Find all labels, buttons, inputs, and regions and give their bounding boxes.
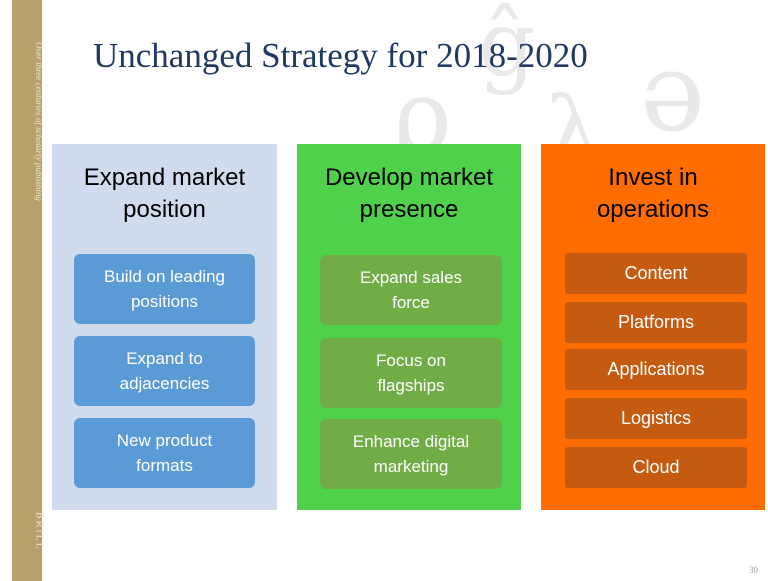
strategy-item: Content [565, 253, 747, 294]
strategy-item: New product formats [74, 418, 255, 488]
strategy-item: Expand sales force [320, 255, 502, 325]
strategy-item: Focus on flagships [320, 338, 502, 408]
sidebar-band: Over three centuries of scholarly publis… [12, 0, 45, 581]
column-title: Invest in operations [596, 164, 710, 223]
column-invest-in-operations: Invest in operations Content Platforms A… [541, 144, 765, 510]
strategy-item: Logistics [565, 398, 747, 439]
strategy-item: Cloud [565, 447, 747, 488]
column-expand-market-position: Expand market position Build on leading … [52, 144, 277, 510]
column-develop-market-presence: Develop market presence Expand sales for… [297, 144, 521, 510]
sidebar-tagline: Over three centuries of scholarly publis… [34, 42, 44, 201]
strategy-item: Build on leading positions [74, 254, 255, 324]
strategy-item: Platforms [565, 302, 747, 343]
brand-logo-text: BRILL [33, 512, 45, 551]
decorative-glyph: ĝ [478, 0, 536, 97]
strategy-item: Expand to adjacencies [74, 336, 255, 406]
strategy-item: Enhance digital marketing [320, 419, 502, 489]
column-title: Develop market presence [324, 164, 494, 223]
strategy-item: Applications [565, 349, 747, 390]
column-title: Expand market position [83, 164, 246, 223]
page-title: Unchanged Strategy for 2018-2020 [93, 36, 588, 75]
page-number: 30 [749, 565, 758, 575]
decorative-glyph: ə [640, 28, 706, 156]
